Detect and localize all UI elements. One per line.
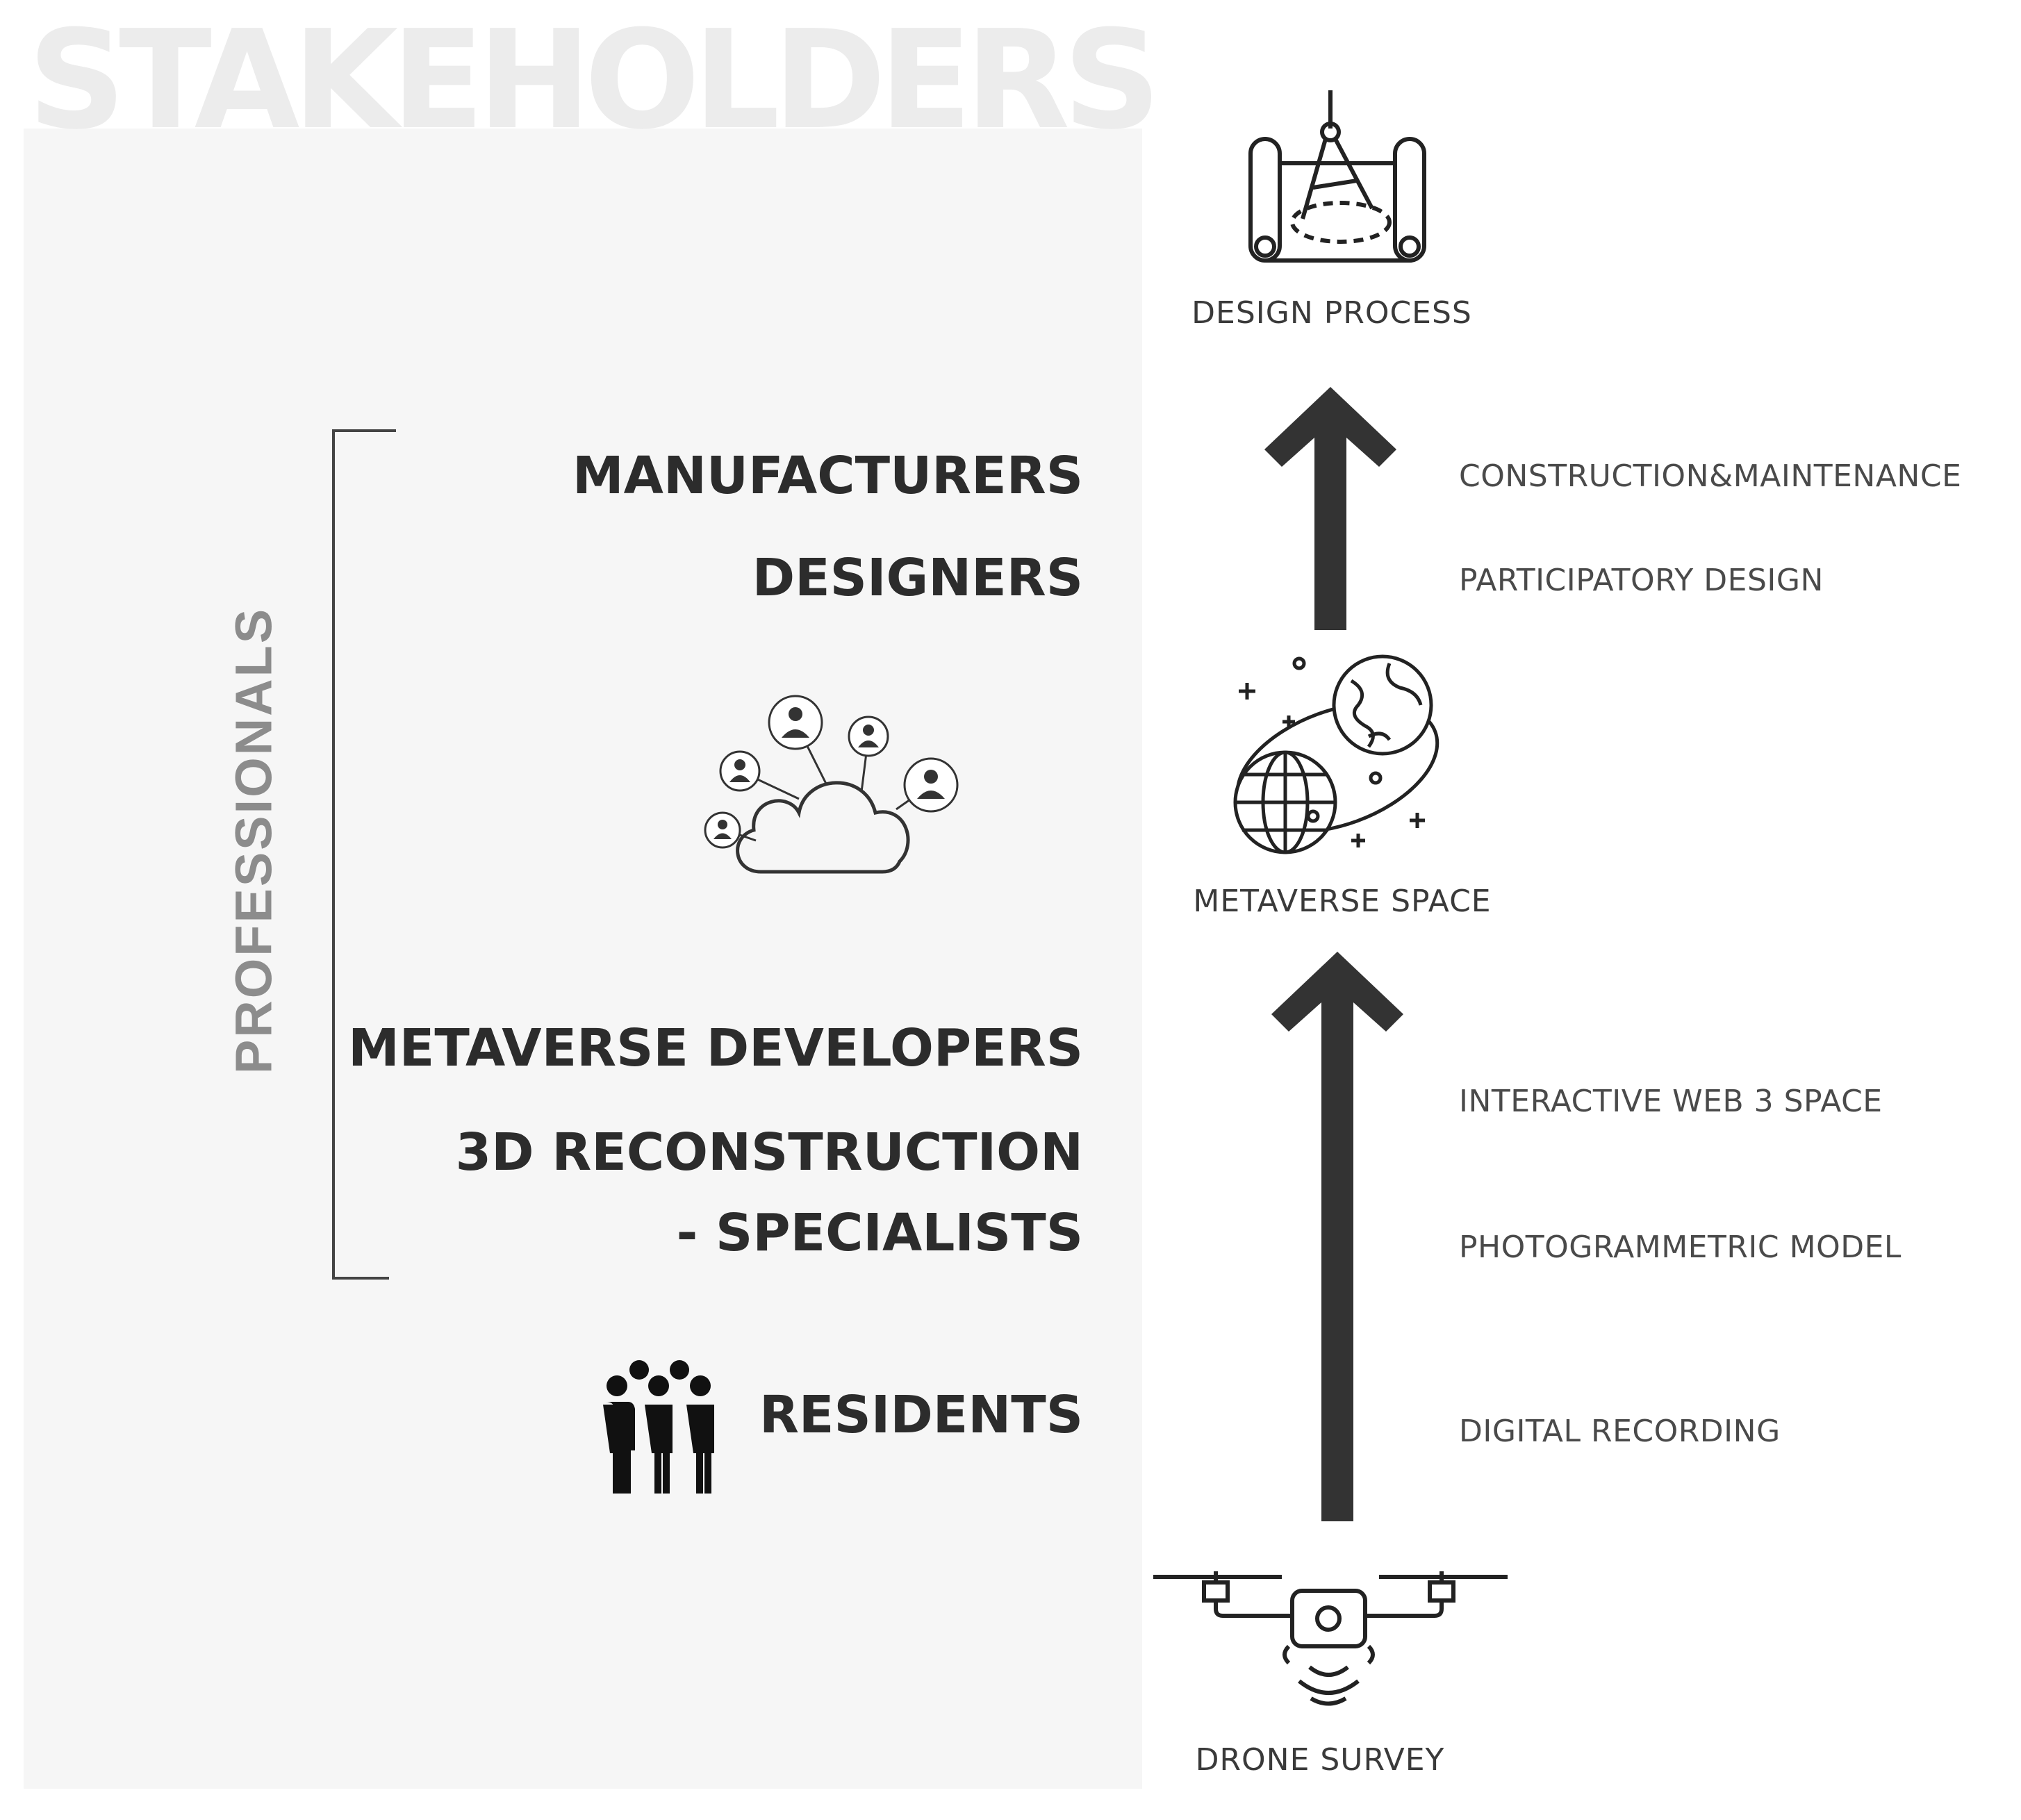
step-participatory-design: PARTICIPATORY DESIGN — [1459, 563, 1824, 598]
metaverse-globes-icon — [1233, 654, 1440, 854]
stakeholder-designers: DESIGNERS — [752, 548, 1083, 608]
stakeholder-3d-reconstruction: 3D RECONSTRUCTION — [455, 1123, 1083, 1182]
node-design-process: DESIGN PROCESS — [1191, 295, 1472, 331]
step-photogrammetric-model: PHOTOGRAMMETRIC MODEL — [1459, 1230, 1902, 1265]
stakeholders-panel — [24, 129, 1142, 1789]
blueprint-compass-icon — [1248, 90, 1426, 263]
node-drone-survey: DRONE SURVEY — [1195, 1742, 1445, 1778]
node-metaverse-space: METAVERSE SPACE — [1193, 884, 1492, 919]
step-construction-maintenance: CONSTRUCTION&MAINTENANCE — [1459, 458, 1962, 494]
stakeholder-specialists: - SPECIALISTS — [676, 1203, 1083, 1263]
cloud-users-icon — [704, 695, 959, 874]
stakeholders-title: STAKEHOLDERS — [28, 1, 1161, 160]
arrow-up-upper — [1264, 387, 1396, 630]
stakeholder-residents: RESIDENTS — [759, 1385, 1083, 1445]
stakeholder-metaverse-developers: METAVERSE DEVELOPERS — [348, 1018, 1083, 1078]
stakeholder-manufacturers: MANUFACTURERS — [572, 446, 1083, 506]
professionals-bracket — [332, 429, 396, 1280]
step-digital-recording: DIGITAL RECORDING — [1459, 1414, 1781, 1449]
arrow-up-lower — [1271, 952, 1403, 1521]
drone-icon — [1153, 1571, 1508, 1706]
people-group-icon — [603, 1360, 714, 1494]
step-interactive-web3-space: INTERACTIVE WEB 3 SPACE — [1459, 1084, 1883, 1119]
